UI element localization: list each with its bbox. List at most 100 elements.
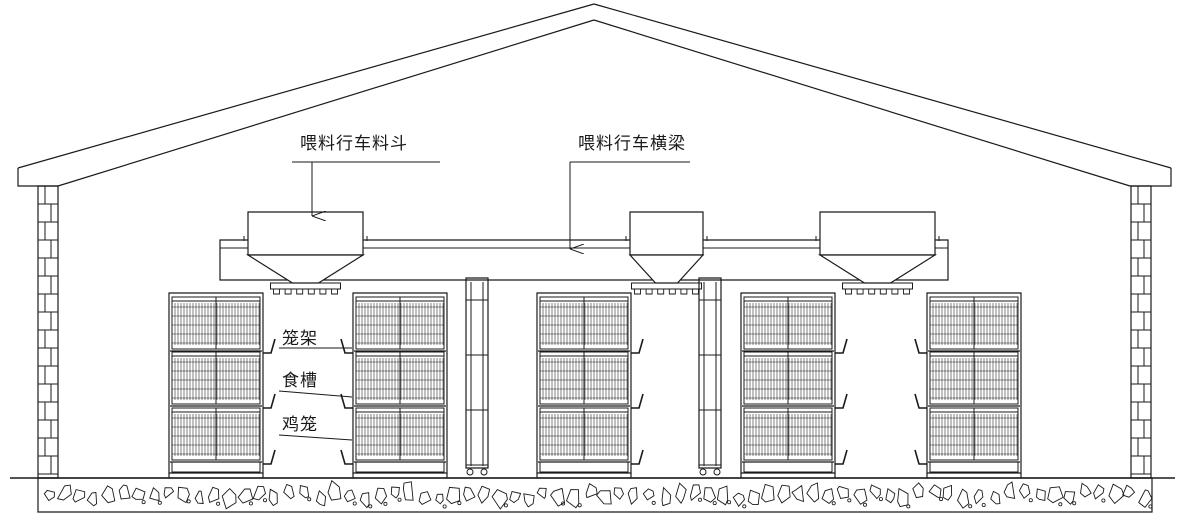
- ground-stone: [1064, 492, 1075, 505]
- hopper-right-outlet-bar: [843, 283, 913, 289]
- ground-pebble: [577, 503, 582, 508]
- cage-stack-3-frame: [537, 293, 631, 473]
- cage-stack-1-mesh: [172, 414, 260, 456]
- hopper-left-outlet-spout: [285, 289, 291, 294]
- ground-stone: [586, 484, 597, 498]
- ground-pebble: [1101, 498, 1106, 503]
- ground-stone: [1109, 484, 1124, 503]
- ground-stone: [328, 481, 341, 500]
- ladder-left: [466, 278, 488, 476]
- hopper-left: [244, 212, 367, 294]
- hopper-center-outlet-bar: [632, 283, 702, 289]
- ground-stone: [567, 490, 579, 508]
- hopper-right-outlet-spout: [904, 289, 910, 294]
- right-wall-outline: [1131, 186, 1151, 478]
- roof-outer-right: [594, 4, 1171, 168]
- hopper-left-outlet-spout: [308, 289, 314, 294]
- cage-stack-5-frame: [927, 293, 1021, 473]
- cage-stack-1-base: [172, 462, 260, 472]
- ground-stone: [238, 489, 253, 503]
- ladder-posts: [466, 278, 721, 476]
- ground-pebble: [1028, 498, 1033, 503]
- ground-stone: [886, 489, 895, 503]
- ground-pebble: [981, 502, 986, 507]
- ground-stone: [837, 486, 848, 498]
- roof: [18, 4, 1171, 186]
- right-eave: [1130, 168, 1171, 186]
- ground-stone: [391, 487, 399, 498]
- ground-stone: [958, 489, 969, 508]
- label-feeder-beam: 喂料行车横梁: [578, 134, 686, 154]
- cage-stack-3-base: [540, 462, 628, 472]
- ground-stone: [1048, 487, 1063, 503]
- ground-stone: [792, 486, 804, 502]
- hopper-center-outlet-spout: [681, 289, 687, 294]
- cage-stack-3: [537, 293, 643, 478]
- ground-stone: [943, 486, 952, 501]
- cage-stack-2-feed-trough: [341, 450, 353, 464]
- cage-stack-1-frame: [169, 293, 263, 473]
- cage-stack-2-feed-trough: [341, 339, 353, 353]
- ground-pebble: [397, 497, 402, 502]
- label-cage-frame: 笼架: [282, 329, 318, 349]
- ground-pebble: [307, 497, 312, 502]
- ground-pebble: [383, 501, 388, 506]
- cage-stack-4-frame: [741, 293, 835, 473]
- ground-stone: [778, 485, 790, 503]
- ground-foundation: [10, 478, 1175, 512]
- ground-stone: [178, 487, 189, 502]
- ground-pebble: [878, 497, 883, 502]
- cage-stack-5: [915, 293, 1021, 478]
- ground-stone: [44, 490, 54, 500]
- cage-stack-4-mesh: [744, 358, 832, 400]
- ground-stone: [690, 485, 700, 500]
- label-chicken-cage: 鸡笼: [282, 415, 318, 435]
- ground-stone: [807, 483, 819, 502]
- cage-stack-3-feed-trough: [631, 394, 643, 408]
- ground-pebble: [157, 500, 162, 505]
- cage-stack-2-mesh: [356, 303, 444, 345]
- cage-stack-1-feed-trough: [263, 450, 275, 464]
- leader-chicken-cage: [279, 435, 352, 440]
- ground-pebble: [906, 504, 911, 509]
- ground-stone: [1004, 482, 1015, 498]
- cage-stack-4-feed-trough: [835, 394, 847, 408]
- ground-stone: [870, 485, 880, 499]
- ground-stone: [284, 484, 294, 498]
- ground-stone: [854, 489, 867, 504]
- cage-stack-2-feed-trough: [341, 394, 353, 408]
- hopper-center-outlet-spout: [693, 289, 699, 294]
- hopper-center-outlet-spout: [646, 289, 652, 294]
- hopper-right-outlet-spout: [880, 289, 886, 294]
- ground-pebble: [503, 503, 508, 508]
- ground-stone: [510, 492, 521, 503]
- hopper-left-outlet-spout: [320, 289, 326, 294]
- ground-stone: [403, 482, 413, 500]
- ground-pebble: [248, 501, 253, 506]
- ground-pebble: [457, 501, 462, 506]
- ground-stone: [464, 487, 475, 501]
- ground-stone: [676, 483, 687, 503]
- ground-pebble: [698, 497, 703, 502]
- ground-stone: [704, 488, 716, 503]
- right-brick-wall: [1131, 186, 1151, 478]
- cage-stack-4-feed-trough: [835, 339, 847, 353]
- ground-pebble: [352, 501, 357, 506]
- roof-inner-left: [58, 20, 594, 186]
- ground-stone: [269, 489, 277, 505]
- roof-outer-left: [18, 4, 594, 168]
- ground-pebble: [1148, 504, 1153, 509]
- ground-pebble: [262, 498, 267, 503]
- ground-stone: [898, 489, 908, 507]
- ground-stone: [119, 485, 130, 499]
- ground-stone: [614, 488, 623, 499]
- cage-stack-2: [341, 293, 447, 478]
- ground-stone: [58, 485, 72, 500]
- hopper-center: [626, 212, 707, 294]
- ground-stone: [628, 488, 637, 504]
- cage-stack-4-feed-trough: [835, 450, 847, 464]
- cage-stack-1-mesh: [172, 303, 260, 345]
- hopper-right-outlet-spout: [892, 289, 898, 294]
- ground-stone: [551, 488, 565, 506]
